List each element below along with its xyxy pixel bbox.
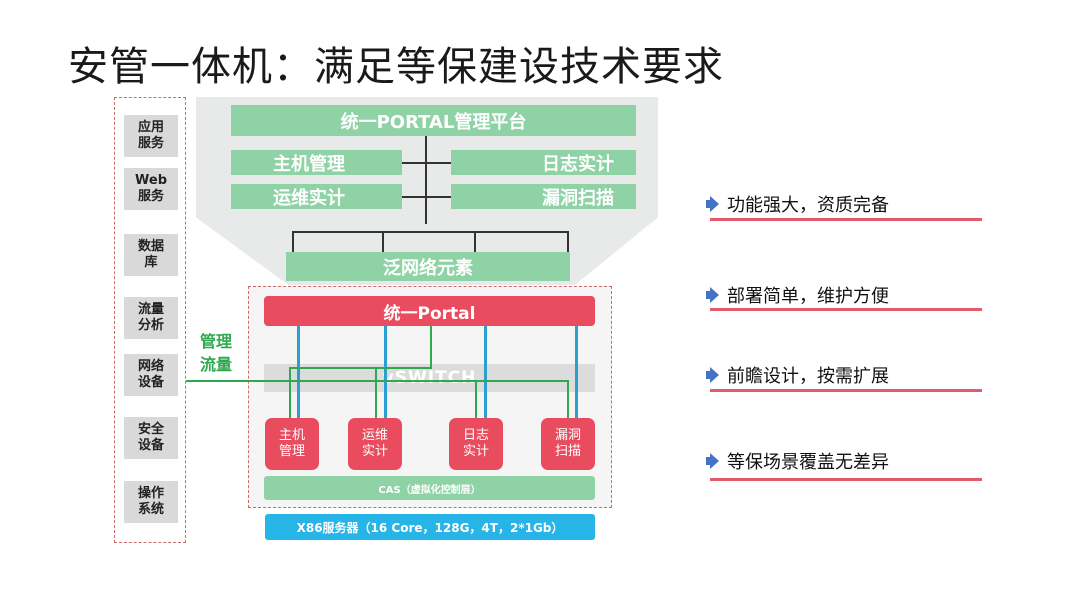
connector-horizontal xyxy=(402,162,451,164)
module-vuln-scan: 漏洞扫描 xyxy=(541,418,595,470)
feature-item: 部署简单，维护方便 xyxy=(706,282,889,308)
left-stack-frame xyxy=(114,97,186,543)
traffic-line xyxy=(475,380,477,418)
cas-layer-bar: CAS（虚拟化控制层） xyxy=(264,476,595,500)
stack-item-database: 数据库 xyxy=(124,234,178,276)
module-label: 日志实计 xyxy=(462,428,489,459)
bus-drop xyxy=(292,231,294,252)
stack-item-label: 操作系统 xyxy=(137,486,164,517)
stack-item-label: 数据库 xyxy=(137,239,164,270)
feature-text: 部署简单，维护方便 xyxy=(727,286,889,307)
traffic-line xyxy=(567,380,569,418)
mgmt-traffic-text: 管理流量 xyxy=(200,332,233,374)
traffic-line xyxy=(375,367,377,418)
unified-portal-bar: 统一Portal xyxy=(264,296,595,326)
ops-audit-box: 运维实计 xyxy=(231,184,402,209)
stack-item-app-service: 应用服务 xyxy=(124,115,178,157)
bus-drop xyxy=(474,231,476,252)
pan-network-box: 泛网络元素 xyxy=(286,252,570,281)
traffic-line xyxy=(289,367,291,418)
feature-underline xyxy=(710,478,982,481)
host-mgmt-box: 主机管理 xyxy=(231,150,402,175)
traffic-line xyxy=(430,326,432,368)
stack-item-label: 安全设备 xyxy=(137,422,164,453)
module-label: 主机管理 xyxy=(278,428,305,459)
arrow-right-icon xyxy=(706,287,719,303)
stack-item-traffic-analysis: 流量分析 xyxy=(124,297,178,339)
vuln-scan-box: 漏洞扫描 xyxy=(451,184,636,209)
stack-item-network-device: 网络设备 xyxy=(124,354,178,396)
page-title: 安管一体机：满足等保建设技术要求 xyxy=(68,44,724,90)
arrow-right-icon xyxy=(706,367,719,383)
blue-link xyxy=(297,326,300,418)
connector-horizontal xyxy=(402,196,451,198)
feature-item: 功能强大，资质完备 xyxy=(706,191,889,217)
bus-line xyxy=(292,231,568,233)
arrow-right-icon xyxy=(706,196,719,212)
stack-item-os: 操作系统 xyxy=(124,481,178,523)
feature-text: 功能强大，资质完备 xyxy=(727,195,889,216)
portal-platform-box: 统一PORTAL管理平台 xyxy=(231,105,636,136)
feature-underline xyxy=(710,308,982,311)
arrow-right-icon xyxy=(706,453,719,469)
feature-item: 前瞻设计，按需扩展 xyxy=(706,362,889,388)
module-label: 运维实计 xyxy=(361,428,388,459)
feature-underline xyxy=(710,389,982,392)
feature-text: 等保场景覆盖无差异 xyxy=(727,452,889,473)
connector-vertical xyxy=(425,136,427,224)
blue-link xyxy=(384,326,387,418)
bus-drop xyxy=(382,231,384,252)
module-log-audit: 日志实计 xyxy=(449,418,503,470)
stack-item-label: 应用服务 xyxy=(137,120,164,151)
module-host-mgmt: 主机管理 xyxy=(265,418,319,470)
stack-item-security-device: 安全设备 xyxy=(124,417,178,459)
stack-item-web-service: Web服务 xyxy=(124,168,178,210)
mgmt-traffic-label: 管理流量 xyxy=(200,330,236,376)
module-label: 漏洞扫描 xyxy=(554,428,581,459)
x86-server-bar: X86服务器（16 Core，128G，4T，2*1Gb） xyxy=(265,514,595,540)
stack-item-label: 网络设备 xyxy=(137,359,164,390)
traffic-line xyxy=(186,380,569,382)
feature-underline xyxy=(710,218,982,221)
blue-link xyxy=(484,326,487,418)
bus-drop xyxy=(567,231,569,252)
traffic-line xyxy=(289,367,432,369)
feature-item: 等保场景覆盖无差异 xyxy=(706,448,889,474)
module-ops-audit: 运维实计 xyxy=(348,418,402,470)
log-audit-box: 日志实计 xyxy=(451,150,636,175)
stack-item-label: Web服务 xyxy=(135,173,167,204)
feature-text: 前瞻设计，按需扩展 xyxy=(727,366,889,387)
stack-item-label: 流量分析 xyxy=(137,302,164,333)
blue-link xyxy=(575,326,578,418)
